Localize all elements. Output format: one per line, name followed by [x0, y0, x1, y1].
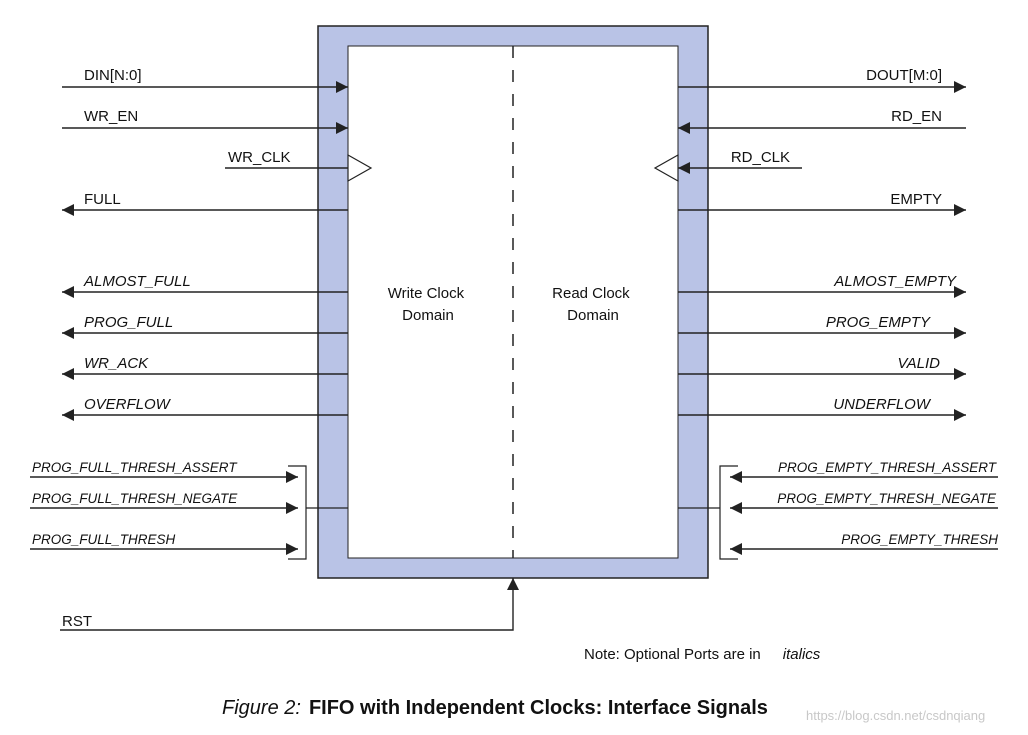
- port-wr-ack-label: WR_ACK: [84, 355, 149, 372]
- rst-line: [60, 578, 519, 631]
- right-ports: DOUT[M:0] RD_EN RD_CLK EMPTY ALMOST_EMPT…: [678, 67, 998, 555]
- port-dout-label: DOUT[M:0]: [866, 67, 942, 84]
- port-prog-empty-label: PROG_EMPTY: [826, 314, 931, 331]
- port-underflow-label: UNDERFLOW: [833, 396, 932, 413]
- port-prog-full-thresh-negate-label: PROG_FULL_THRESH_NEGATE: [32, 491, 238, 506]
- read-domain-label: Read Clock Domain: [552, 285, 634, 324]
- figure-number: Figure 2:: [222, 697, 301, 719]
- write-domain-label: Write Clock Domain: [388, 285, 469, 324]
- port-prog-full-thresh-label: PROG_FULL_THRESH: [32, 532, 176, 547]
- fifo-inner-core: [347, 45, 679, 559]
- port-full-label: FULL: [84, 191, 121, 208]
- port-empty-label: EMPTY: [890, 191, 942, 208]
- port-wr-en-label: WR_EN: [84, 108, 138, 125]
- optional-ports-note: Note: Optional Ports are in italics: [584, 646, 820, 663]
- prog-empty-bus-bracket: [719, 465, 738, 560]
- port-prog-full-label: PROG_FULL: [84, 314, 173, 331]
- port-prog-empty-thresh-negate-label: PROG_EMPTY_THRESH_NEGATE: [777, 491, 997, 506]
- watermark: https://blog.csdn.net/csdnqiang: [806, 708, 986, 723]
- figure-caption: Figure 2: FIFO with Independent Clocks: I…: [222, 697, 768, 720]
- rst-label: RST: [62, 613, 92, 630]
- port-valid-label: VALID: [897, 355, 940, 372]
- figure-title: FIFO with Independent Clocks: Interface …: [308, 697, 768, 719]
- port-almost-full-label: ALMOST_FULL: [83, 273, 191, 290]
- port-rd-en-label: RD_EN: [891, 108, 942, 125]
- note-italic-word: italics: [782, 646, 821, 663]
- port-rd-clk-label: RD_CLK: [731, 149, 790, 166]
- left-ports: DIN[N:0] WR_EN WR_CLK FULL ALMOST_FULL P…: [30, 67, 348, 555]
- port-almost-empty-label: ALMOST_EMPTY: [833, 273, 957, 290]
- note-text: Note: Optional Ports are in: [584, 646, 761, 663]
- port-prog-full-thresh-assert-label: PROG_FULL_THRESH_ASSERT: [32, 460, 238, 475]
- port-din-label: DIN[N:0]: [84, 67, 142, 84]
- port-wr-clk-label: WR_CLK: [228, 149, 291, 166]
- port-prog-empty-thresh-label: PROG_EMPTY_THRESH: [841, 532, 998, 547]
- port-prog-empty-thresh-assert-label: PROG_EMPTY_THRESH_ASSERT: [778, 460, 998, 475]
- prog-full-bus-bracket: [288, 465, 307, 560]
- port-overflow-label: OVERFLOW: [84, 396, 172, 413]
